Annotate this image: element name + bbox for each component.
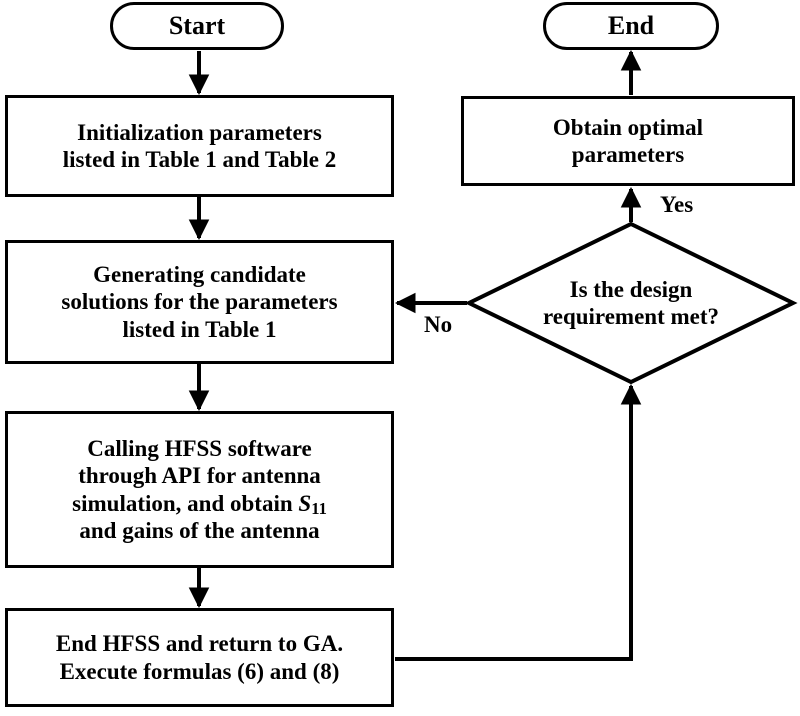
node-start[interactable]: Start bbox=[110, 2, 284, 50]
node-generate-line1: Generating candidate bbox=[93, 262, 306, 288]
node-optimal-line1: Obtain optimal bbox=[552, 114, 704, 140]
node-evaluate-line2: Execute formulas (6) and (8) bbox=[59, 658, 340, 684]
node-decision-line1: Is the design bbox=[569, 276, 693, 302]
node-end-label: End bbox=[607, 10, 655, 40]
node-end[interactable]: End bbox=[543, 2, 719, 50]
decision-diamond-shape bbox=[464, 221, 798, 385]
node-simulate-s-parameter-subscript: 11 bbox=[311, 499, 327, 519]
node-decision-design-requirement[interactable]: Is the design requirement met? bbox=[464, 221, 798, 385]
node-generate-line2: solutions for the parameters bbox=[61, 289, 338, 315]
edge-label-yes: Yes bbox=[660, 192, 694, 217]
node-simulate-line3: simulation, and obtain S11 bbox=[72, 490, 327, 519]
node-simulate-line3-text: simulation, and obtain bbox=[72, 490, 299, 516]
edge-evaluate-to-decision bbox=[395, 383, 642, 661]
node-optimal-line2: parameters bbox=[571, 142, 685, 167]
node-obtain-optimal-parameters[interactable]: Obtain optimal parameters bbox=[461, 96, 795, 186]
node-end-hfss-evaluate[interactable]: End HFSS and return to GA. Execute formu… bbox=[5, 608, 394, 707]
node-call-hfss[interactable]: Calling HFSS software through API for an… bbox=[5, 411, 394, 568]
node-initialization-line1: Initialization parameters bbox=[77, 119, 322, 145]
node-simulate-line1: Calling HFSS software bbox=[87, 436, 312, 462]
decision-label-block: Is the design requirement met? bbox=[467, 267, 795, 339]
node-simulate-s-parameter-symbol: S bbox=[298, 490, 312, 516]
node-simulate-line4: and gains of the antenna bbox=[79, 517, 320, 543]
node-initialization-line2: listed in Table 1 and Table 2 bbox=[62, 147, 337, 172]
node-start-label: Start bbox=[168, 10, 226, 40]
node-generate-line3: listed in Table 1 bbox=[122, 316, 277, 342]
node-evaluate-line1: End HFSS and return to GA. bbox=[55, 631, 344, 657]
node-generate-candidates[interactable]: Generating candidate solutions for the p… bbox=[5, 240, 394, 364]
node-initialization-parameters[interactable]: Initialization parameters listed in Tabl… bbox=[5, 95, 394, 197]
node-simulate-line2: through API for antenna bbox=[78, 463, 321, 489]
node-decision-line2: requirement met? bbox=[542, 304, 720, 329]
edge-label-no: No bbox=[424, 312, 453, 337]
